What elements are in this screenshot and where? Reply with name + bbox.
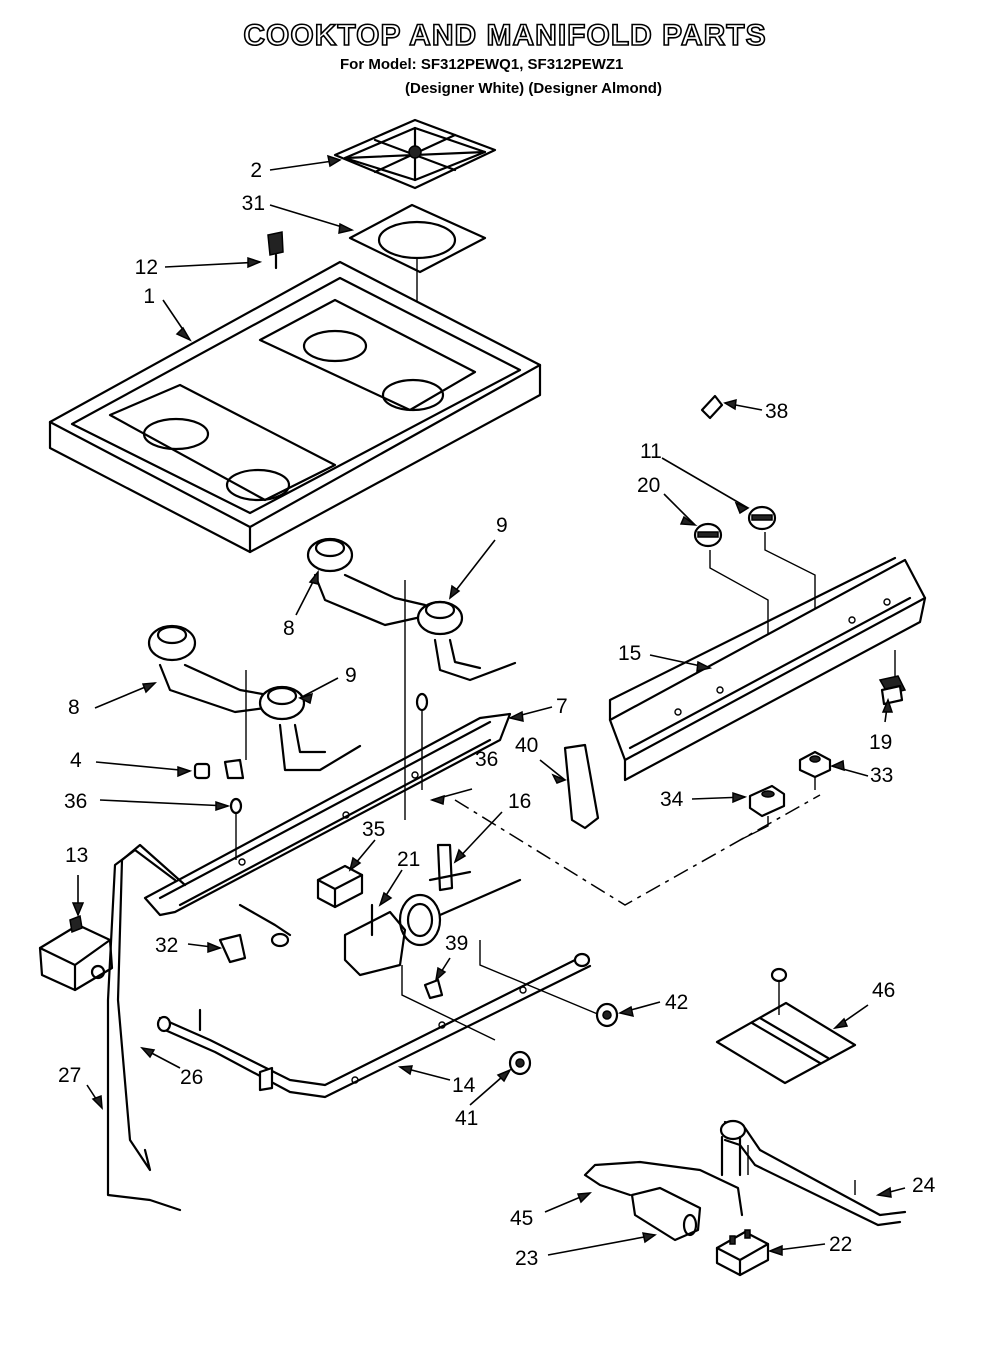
leader-arrowheads: [71, 154, 894, 1257]
callout-32: 32: [155, 934, 178, 957]
callout-40: 40: [515, 734, 538, 757]
callout-21: 21: [397, 848, 420, 871]
bracket-34: [748, 784, 786, 818]
callout-35: 35: [362, 818, 385, 841]
orifice-36-right: [404, 580, 429, 820]
callout-38: 38: [765, 400, 788, 423]
gas-valve-13: [38, 914, 114, 992]
callout-8-front: 8: [68, 696, 80, 719]
callout-36-left: 36: [64, 790, 87, 813]
fitting-23: [630, 1186, 702, 1242]
block-22: [715, 1229, 770, 1277]
callout-15: 15: [618, 642, 641, 665]
burner-assembly-front: [147, 624, 362, 772]
callout-labels: 2 31 12 1 38 11 20 9 8 15 8 9 7 19 4 40 …: [58, 159, 936, 1270]
callout-19: 19: [869, 731, 892, 754]
callout-9-front: 9: [345, 664, 357, 687]
tube-27: [106, 848, 182, 1212]
callout-23: 23: [515, 1247, 538, 1270]
callout-45: 45: [510, 1207, 533, 1230]
callout-42: 42: [665, 991, 688, 1014]
nut-4: [193, 758, 245, 780]
cooktop: [48, 260, 542, 554]
callout-9-rear: 9: [496, 514, 508, 537]
callout-2: 2: [250, 159, 262, 182]
fitting-32: [270, 932, 290, 948]
callout-14: 14: [452, 1074, 476, 1097]
leader-lines: [77, 159, 906, 1256]
model-line: For Model: SF312PEWQ1, SF312PEWZ1: [340, 56, 623, 73]
callout-27: 27: [58, 1064, 81, 1087]
tube-26: [116, 843, 187, 1172]
clip: [700, 394, 724, 420]
callout-46: 46: [872, 979, 895, 1002]
tube-32: [238, 903, 292, 937]
alignment-line-11: [764, 532, 816, 635]
manifold-pipe-14: [156, 952, 592, 1099]
callout-11: 11: [640, 440, 662, 463]
callout-26: 26: [180, 1066, 203, 1089]
callout-20: 20: [637, 474, 660, 497]
heat-shield-40: [563, 743, 600, 830]
callout-8-rear: 8: [283, 617, 295, 640]
bracket-33: [798, 750, 832, 779]
assembly-dashed-line: [454, 794, 821, 906]
shield-46: [715, 967, 857, 1085]
callout-16: 16: [508, 790, 531, 813]
knob-11: [747, 505, 777, 531]
spark-module-35: [316, 864, 364, 909]
burner-grate: [333, 118, 497, 190]
burner-assembly-rear: [306, 537, 517, 682]
cap-41: [508, 1050, 532, 1076]
burner-support-bracket: [143, 712, 512, 917]
igniter-16: [428, 843, 472, 892]
alignment-line-20: [709, 550, 769, 665]
diagram-title: COOKTOP AND MANIFOLD PARTS: [243, 19, 766, 52]
callout-7: 7: [556, 695, 568, 718]
callout-12: 12: [135, 256, 158, 279]
lower-burner-24: [719, 1119, 907, 1227]
callout-31: 31: [242, 192, 265, 215]
callout-33: 33: [870, 764, 893, 787]
manifold-panel: [608, 556, 927, 782]
fitting-39: [423, 978, 444, 1000]
callout-24: 24: [912, 1174, 936, 1197]
bracket-32: [218, 933, 247, 964]
orifice-36-left: [229, 670, 247, 860]
callout-36-right: 36: [475, 748, 498, 771]
switch-part: [878, 675, 907, 706]
callout-13: 13: [65, 844, 88, 867]
callout-1: 1: [143, 285, 155, 308]
callout-41: 41: [455, 1107, 478, 1130]
valve-assembly-21: [343, 878, 522, 977]
callout-34: 34: [660, 788, 684, 811]
variant-line: (Designer White) (Designer Almond): [405, 80, 662, 97]
screw: [267, 231, 284, 270]
callout-39: 39: [445, 932, 468, 955]
knob-20: [693, 522, 723, 548]
valve-lines: [401, 940, 601, 1041]
wire-45: [583, 1160, 744, 1217]
burner-24-lines: [747, 1145, 856, 1195]
callout-22: 22: [829, 1233, 852, 1256]
callout-4: 4: [70, 749, 82, 772]
cap-42: [595, 1002, 619, 1028]
